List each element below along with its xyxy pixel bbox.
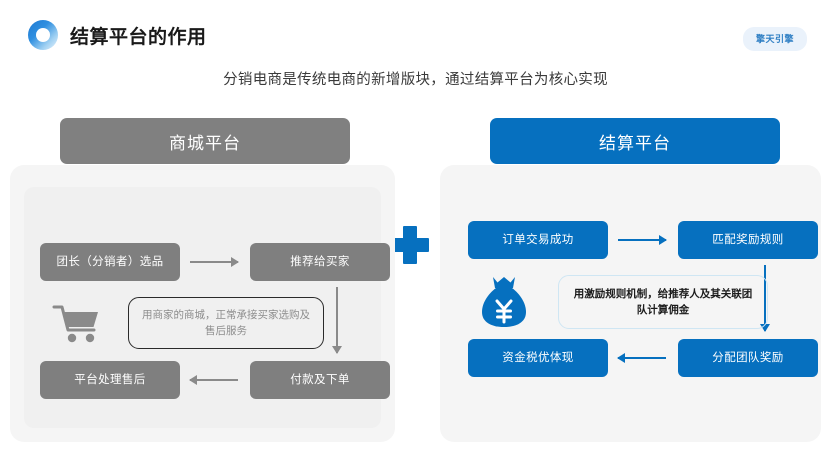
arrow-reward-to-withdraw (617, 353, 666, 363)
arrow-select-to-recommend (190, 257, 239, 267)
status-badge: 擎天引擎 (742, 27, 807, 51)
column-panel-mall: 团长（分销者）选品 推荐给买家 用商家的商城，正常承接买家 (10, 165, 395, 442)
flow-box-distribute-team-reward[interactable]: 分配团队奖励 (678, 339, 818, 377)
arrow-rule-to-reward (760, 265, 770, 332)
arrow-order-to-rule (618, 235, 667, 245)
column-inner-mall: 团长（分销者）选品 推荐给买家 用商家的商城，正常承接买家 (24, 187, 390, 428)
column-header-settlement: 结算平台 (490, 118, 780, 164)
note-card-mall: 用商家的商城，正常承接买家选购及售后服务 (128, 297, 324, 349)
money-bag-yuan-icon (474, 273, 534, 331)
flow-box-select-products[interactable]: 团长（分销者）选品 (40, 243, 180, 281)
plus-icon (391, 226, 429, 264)
brand: 结算平台的作用 (28, 20, 207, 50)
flow-box-recommend-to-buyer[interactable]: 推荐给买家 (250, 243, 390, 281)
page-header: 结算平台的作用 擎天引擎 (0, 0, 831, 62)
page-title: 结算平台的作用 (70, 26, 207, 48)
column-panel-settlement: 订单交易成功 匹配奖励规则 (440, 165, 821, 442)
note-card-settlement: 用激励规则机制，给推荐人及其关联团队计算佣金 (558, 275, 768, 329)
flow-box-payment-and-order[interactable]: 付款及下单 (250, 361, 390, 399)
page-subtitle: 分销电商是传统电商的新增版块，通过结算平台为核心实现 (223, 72, 608, 88)
arrow-recommend-to-payment (332, 287, 342, 354)
flow-box-platform-aftersale[interactable]: 平台处理售后 (40, 361, 180, 399)
arrow-payment-to-aftersale (189, 375, 238, 385)
shopping-cart-icon (46, 299, 108, 349)
gradient-ring-logo-icon (28, 20, 58, 50)
flow-box-order-success[interactable]: 订单交易成功 (468, 221, 608, 259)
flow-box-match-reward-rule[interactable]: 匹配奖励规则 (678, 221, 818, 259)
column-header-mall: 商城平台 (60, 118, 350, 164)
flow-box-tax-optimized-withdraw[interactable]: 资金税优体现 (468, 339, 608, 377)
diagram-stage: 商城平台 团长（分销者）选品 推荐给买家 (0, 108, 831, 454)
